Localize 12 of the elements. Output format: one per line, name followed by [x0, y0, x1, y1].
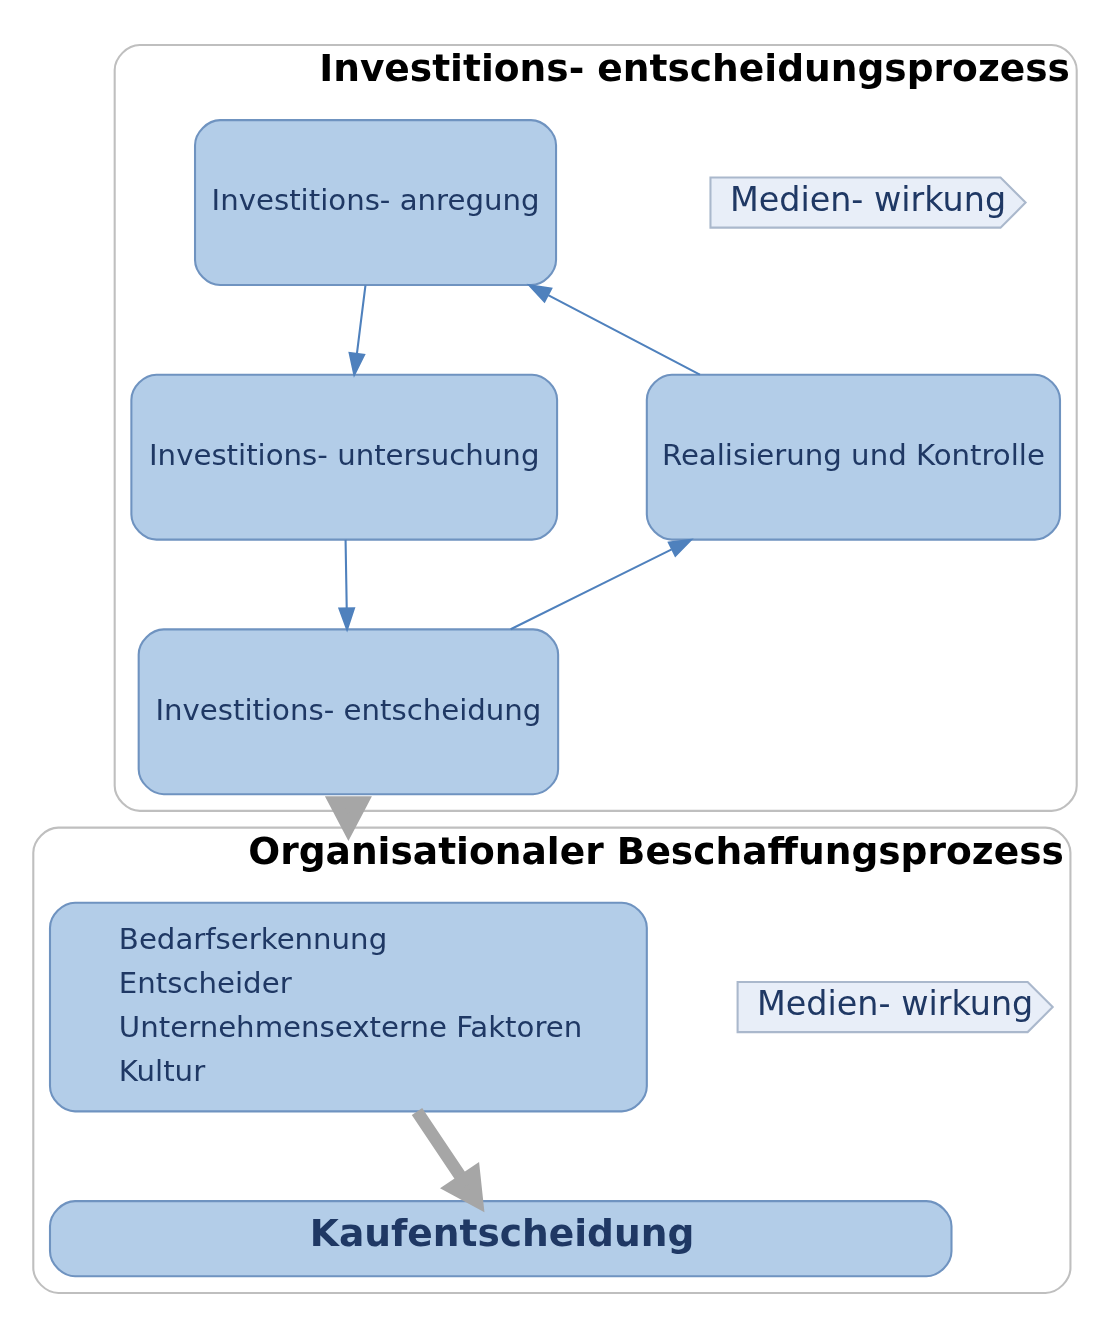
node-box: Investitions- entscheidung — [137, 628, 560, 796]
arrow — [348, 285, 367, 378]
arrow — [324, 796, 372, 842]
node-box: Kaufentscheidung — [48, 1200, 953, 1278]
arrow — [510, 538, 694, 631]
arrow — [411, 1108, 485, 1213]
arrow — [526, 283, 701, 376]
node-box: Investitions- untersuchung — [130, 373, 559, 541]
node-box: Bedarfserkennung Entscheider Unternehmensexterne Faktoren Kultur — [48, 901, 648, 1113]
arrow — [337, 539, 356, 633]
node-box: Realisierung und Kontrolle — [645, 373, 1062, 541]
node-box: Investitions- anregung — [193, 119, 558, 287]
